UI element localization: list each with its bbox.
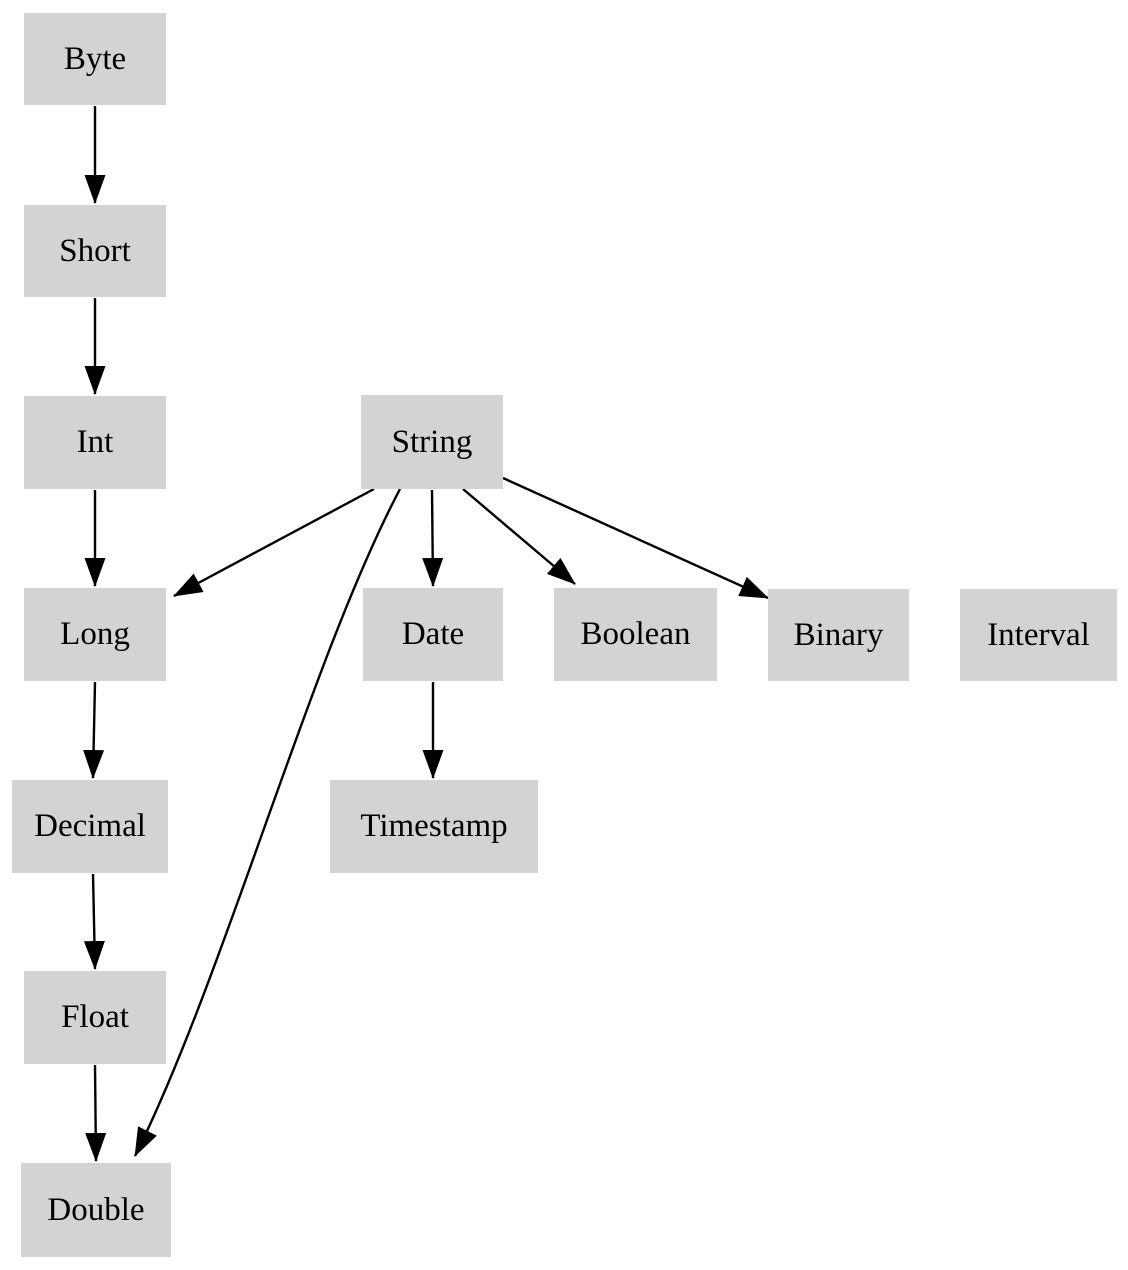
- node-label-decimal: Decimal: [34, 808, 146, 844]
- edge-string-double: [133, 488, 402, 1157]
- edge-float-double: [85, 1064, 107, 1162]
- edge-string-boolean: [462, 488, 576, 585]
- node-date: Date: [363, 588, 503, 681]
- node-label-binary: Binary: [793, 616, 884, 653]
- edge-long-decimal: [83, 681, 105, 779]
- node-timestamp: Timestamp: [330, 780, 538, 873]
- node-label-long: Long: [60, 616, 130, 652]
- node-label-timestamp: Timestamp: [360, 808, 508, 844]
- node-label-byte: Byte: [63, 40, 127, 77]
- node-binary: Binary: [768, 589, 909, 681]
- edge-string-binary: [502, 476, 769, 600]
- node-int: Int: [24, 396, 166, 489]
- node-double: Double: [21, 1163, 171, 1257]
- node-float: Float: [24, 971, 166, 1064]
- node-label-float: Float: [61, 999, 129, 1035]
- node-label-double: Double: [47, 1191, 145, 1228]
- node-label-string: String: [391, 423, 473, 460]
- node-long: Long: [24, 588, 166, 681]
- node-label-short: Short: [59, 232, 131, 269]
- edge-string-long: [173, 487, 375, 598]
- node-interval: Interval: [960, 589, 1117, 681]
- node-string: String: [361, 395, 503, 489]
- edge-decimal-float: [83, 873, 105, 970]
- edge-string-date: [422, 489, 444, 587]
- node-short: Short: [24, 205, 166, 297]
- node-boolean: Boolean: [554, 588, 717, 681]
- node-label-boolean: Boolean: [580, 616, 691, 652]
- node-label-int: Int: [76, 424, 114, 460]
- node-label-interval: Interval: [987, 616, 1090, 653]
- node-label-date: Date: [401, 616, 465, 652]
- node-decimal: Decimal: [12, 780, 168, 873]
- node-byte: Byte: [24, 13, 166, 105]
